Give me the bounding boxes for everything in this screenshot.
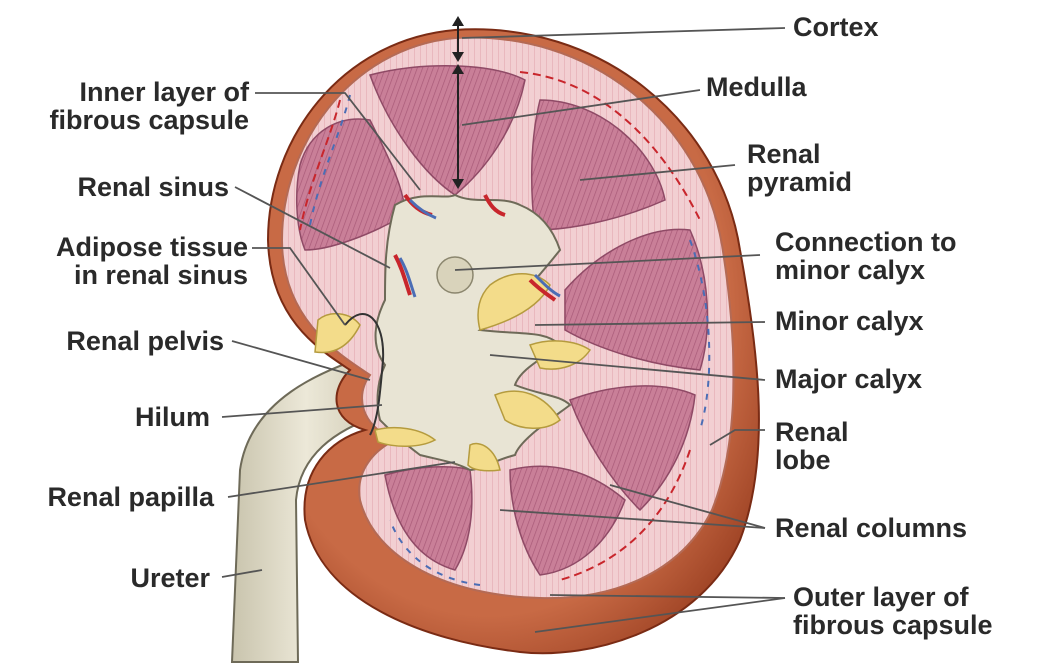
label-cortex: Cortex bbox=[793, 13, 879, 41]
label-major-calyx: Major calyx bbox=[775, 365, 922, 393]
label-renal-pelvis: Renal pelvis bbox=[66, 327, 224, 355]
label-renal-columns: Renal columns bbox=[775, 514, 967, 542]
label-renal-pyramid: Renal pyramid bbox=[747, 140, 852, 196]
label-inner-fibrous-capsule: Inner layer of fibrous capsule bbox=[49, 78, 249, 134]
label-minor-calyx: Minor calyx bbox=[775, 307, 924, 335]
label-ureter: Ureter bbox=[130, 564, 210, 592]
label-medulla: Medulla bbox=[706, 73, 807, 101]
label-outer-fibrous-capsule: Outer layer of fibrous capsule bbox=[793, 583, 993, 639]
label-renal-lobe: Renal lobe bbox=[775, 418, 849, 474]
label-connection-minor-calyx: Connection to minor calyx bbox=[775, 228, 956, 284]
label-renal-sinus: Renal sinus bbox=[77, 173, 229, 201]
label-adipose-tissue: Adipose tissue in renal sinus bbox=[56, 233, 248, 289]
label-hilum: Hilum bbox=[135, 403, 210, 431]
label-renal-papilla: Renal papilla bbox=[47, 483, 214, 511]
